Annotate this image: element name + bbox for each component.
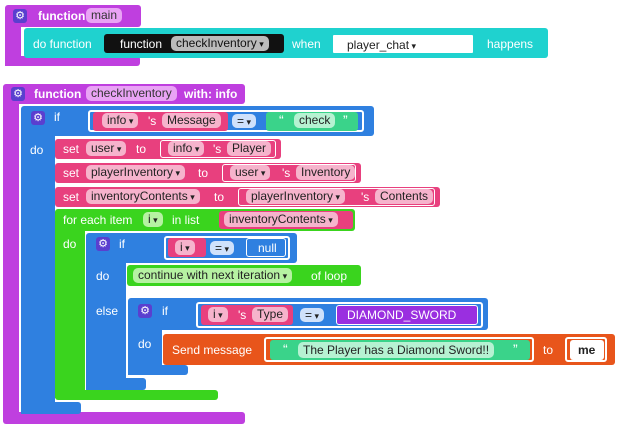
- open-quote: “: [279, 112, 284, 128]
- event-variable-dropdown[interactable]: player_chat: [341, 36, 423, 52]
- item-type-block[interactable]: [336, 305, 478, 325]
- else-keyword: else: [96, 304, 119, 318]
- for-each-body: [55, 228, 85, 398]
- continue-dropdown[interactable]: continue with next iteration: [133, 268, 293, 283]
- property-field[interactable]: Player: [227, 141, 272, 156]
- set-keyword: set: [63, 166, 80, 180]
- gear-icon[interactable]: ⚙: [11, 87, 25, 101]
- in-list-label: in list: [172, 213, 200, 227]
- source-variable-dropdown[interactable]: info: [168, 141, 205, 156]
- condition-slot[interactable]: [164, 236, 290, 260]
- operator-dropdown[interactable]: =: [210, 241, 235, 255]
- possessive-label: 's: [148, 114, 157, 128]
- loop-variable-dropdown[interactable]: i: [143, 212, 163, 227]
- property-field[interactable]: Inventory: [296, 165, 356, 180]
- function-name-field[interactable]: checkInventory: [86, 86, 177, 101]
- if-keyword: if: [54, 110, 60, 124]
- condition-slot[interactable]: [88, 110, 364, 132]
- function-name-field[interactable]: main: [86, 8, 123, 23]
- if-check-body: [21, 130, 55, 414]
- value-slot[interactable]: [160, 140, 276, 158]
- function-checkinventory-body: [3, 100, 19, 418]
- set-keyword: set: [63, 142, 80, 156]
- if-keyword: if: [119, 237, 125, 251]
- if-null-footer: [86, 378, 146, 390]
- for-each-label: for each item: [63, 213, 133, 227]
- do-keyword: do: [63, 237, 77, 251]
- condition-slot[interactable]: [196, 302, 483, 328]
- to-label: to: [214, 190, 225, 204]
- item-type-value: DIAMOND_SWORD: [347, 308, 457, 322]
- possessive-label: 's: [238, 308, 247, 322]
- variable-dropdown[interactable]: i: [175, 240, 195, 255]
- function-ref-keyword: function: [120, 37, 163, 51]
- operator-dropdown[interactable]: =: [300, 308, 325, 322]
- property-field[interactable]: Contents: [375, 189, 434, 204]
- target-slot[interactable]: [565, 337, 607, 362]
- source-variable-dropdown[interactable]: playerInventory: [246, 189, 346, 204]
- for-each-footer: [55, 390, 218, 400]
- gear-icon[interactable]: ⚙: [138, 304, 152, 318]
- set-variable-dropdown[interactable]: playerInventory: [86, 165, 186, 180]
- to-label: to: [543, 343, 554, 357]
- function-keyword: function: [34, 87, 82, 101]
- do-keyword: do: [138, 337, 152, 351]
- to-label: to: [136, 142, 147, 156]
- happens-label: happens: [487, 37, 534, 51]
- function-checkinventory-footer: [3, 412, 245, 424]
- open-quote: “: [283, 341, 288, 357]
- set-keyword: set: [63, 190, 80, 204]
- if-keyword: if: [162, 304, 168, 318]
- source-variable-dropdown[interactable]: user: [230, 165, 271, 180]
- gear-icon[interactable]: ⚙: [13, 9, 27, 23]
- value-slot[interactable]: [222, 164, 356, 182]
- null-value: null: [258, 241, 277, 255]
- do-keyword: do: [30, 143, 44, 157]
- close-quote: ”: [343, 112, 348, 128]
- possessive-label: 's: [282, 166, 291, 180]
- variable-dropdown[interactable]: i: [208, 307, 228, 322]
- list-variable-dropdown[interactable]: inventoryContents: [224, 212, 338, 227]
- gear-icon[interactable]: ⚙: [31, 111, 45, 125]
- do-keyword: do: [96, 269, 110, 283]
- to-label: to: [198, 166, 209, 180]
- when-label: when: [292, 37, 321, 51]
- if-check-footer: [21, 402, 81, 414]
- function-params-label: with: info: [184, 87, 238, 101]
- function-main-footer: [5, 56, 140, 66]
- possessive-label: 's: [213, 142, 222, 156]
- target-block[interactable]: [570, 340, 604, 360]
- property-field[interactable]: Type: [252, 307, 289, 322]
- gear-icon[interactable]: ⚙: [96, 237, 110, 251]
- function-main-body: [5, 20, 21, 66]
- text-field[interactable]: check: [294, 113, 336, 128]
- if-null-body: [86, 258, 126, 390]
- send-message-label: Send message: [172, 343, 253, 357]
- message-text-field[interactable]: The Player has a Diamond Sword!!: [298, 342, 495, 358]
- set-variable-dropdown[interactable]: inventoryContents: [86, 189, 200, 204]
- variable-dropdown[interactable]: info: [102, 113, 139, 128]
- target-value: me: [578, 343, 596, 357]
- property-field[interactable]: Message: [162, 113, 221, 128]
- event-type-label: Event: [435, 37, 466, 51]
- null-block[interactable]: [246, 238, 286, 257]
- function-keyword: function: [38, 9, 86, 23]
- operator-dropdown[interactable]: =: [232, 114, 257, 128]
- close-quote: ”: [513, 341, 518, 357]
- of-loop-label: of loop: [311, 269, 348, 283]
- message-slot[interactable]: [264, 337, 534, 362]
- function-ref-dropdown[interactable]: checkInventory: [171, 36, 269, 51]
- set-variable-dropdown[interactable]: user: [86, 141, 127, 156]
- if-diamond-footer: [128, 365, 188, 375]
- possessive-label: 's: [361, 190, 370, 204]
- call-function-label: do function: [33, 37, 92, 51]
